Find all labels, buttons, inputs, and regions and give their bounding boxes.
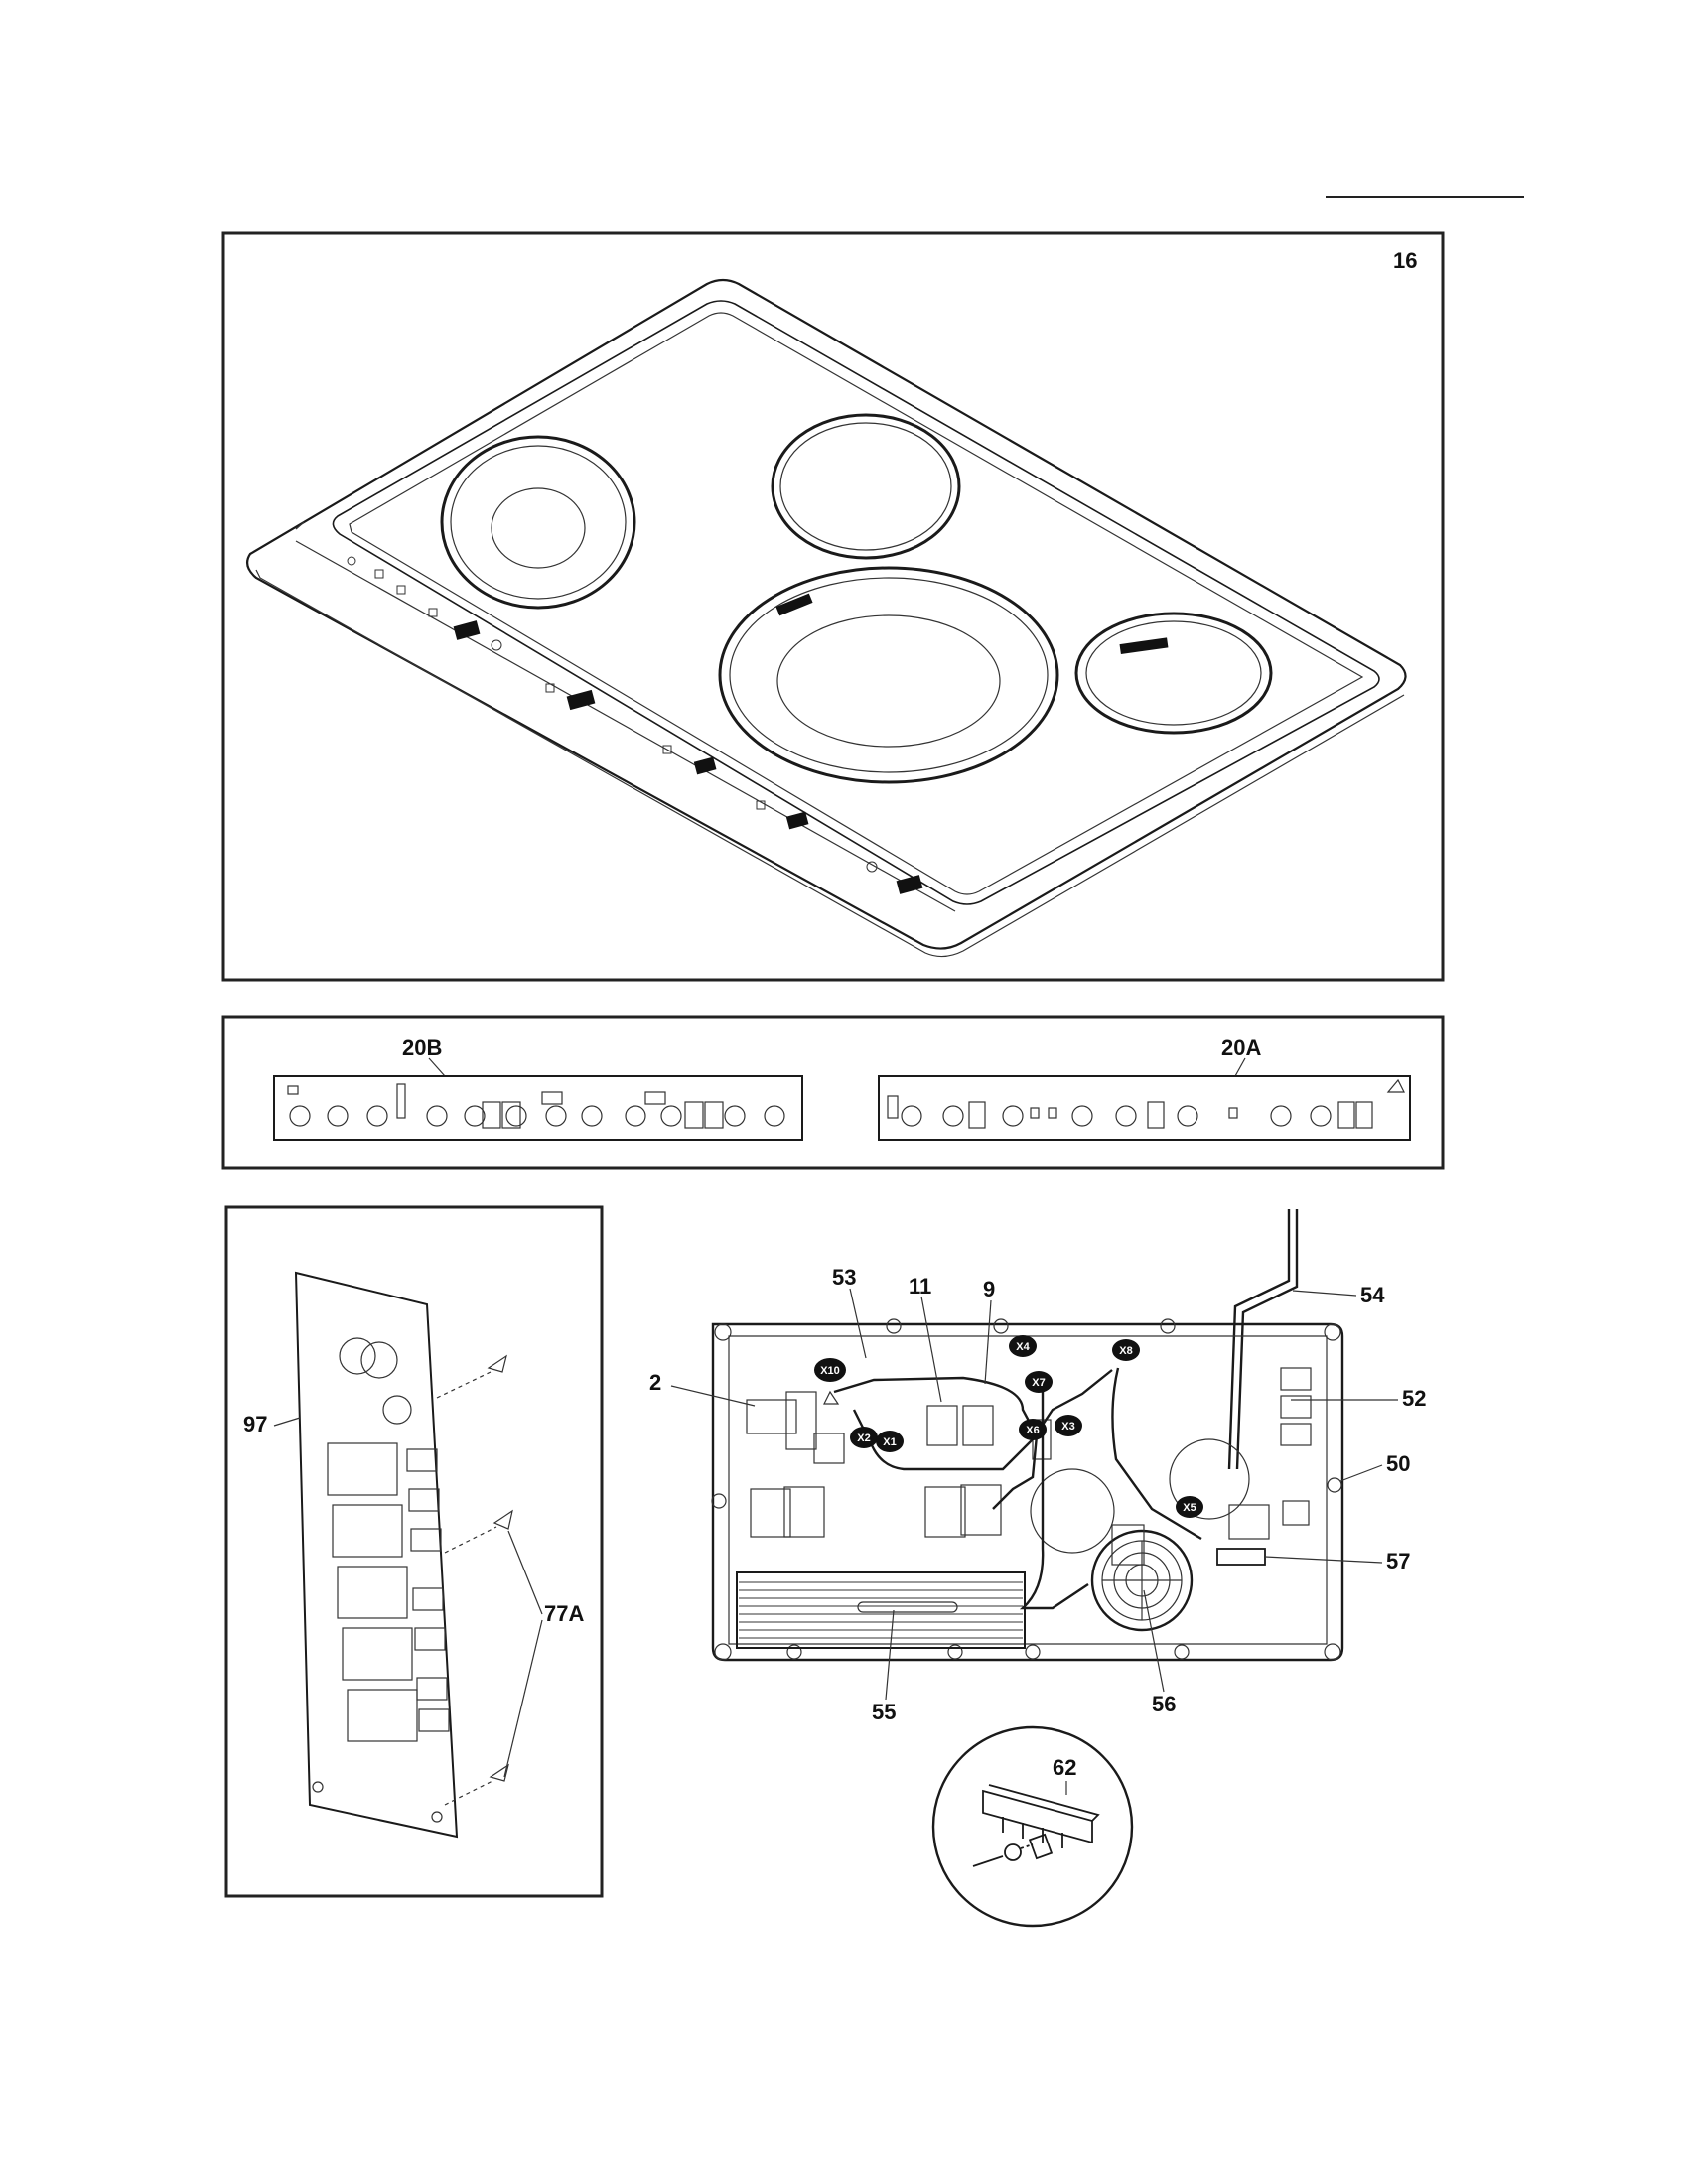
svg-text:X5: X5 bbox=[1183, 1502, 1196, 1514]
power-board bbox=[294, 1271, 459, 1839]
connector-x7: X7 bbox=[1025, 1371, 1053, 1393]
cooling-fan bbox=[1090, 1529, 1194, 1632]
callout-52: 52 bbox=[1402, 1386, 1426, 1411]
callout-56: 56 bbox=[1152, 1692, 1176, 1716]
heat-sink bbox=[736, 1571, 1026, 1649]
bracket bbox=[1216, 1548, 1266, 1566]
connector-x6: X6 bbox=[1019, 1419, 1047, 1440]
callout-50: 50 bbox=[1386, 1451, 1410, 1476]
cooktop-panel: 16 bbox=[221, 231, 1445, 982]
control-strip-pads bbox=[347, 556, 923, 894]
callout-57: 57 bbox=[1386, 1549, 1410, 1573]
touch-control-panel: 20B 20A bbox=[221, 1015, 1445, 1170]
svg-text:X1: X1 bbox=[883, 1436, 896, 1448]
callout-9: 9 bbox=[983, 1277, 995, 1301]
cooktop-glass bbox=[245, 278, 1407, 958]
svg-text:X6: X6 bbox=[1026, 1425, 1039, 1436]
svg-text:X8: X8 bbox=[1119, 1345, 1132, 1357]
coil-large bbox=[1030, 1438, 1250, 1554]
svg-text:X10: X10 bbox=[820, 1365, 840, 1377]
connector-x3: X3 bbox=[1055, 1415, 1082, 1436]
callout-54: 54 bbox=[1360, 1283, 1385, 1307]
connector-x10: X10 bbox=[814, 1358, 846, 1382]
touch-board-right: 20A bbox=[878, 1035, 1411, 1141]
housing-holes bbox=[711, 1318, 1342, 1661]
connector-x5: X5 bbox=[1176, 1496, 1203, 1518]
callout-cooktop: 16 bbox=[1393, 248, 1417, 273]
wire-harness bbox=[833, 1376, 1039, 1510]
power-board-panel: 97 77A bbox=[224, 1205, 604, 1898]
svg-text:X7: X7 bbox=[1032, 1377, 1045, 1389]
burner-left-rear bbox=[440, 435, 636, 610]
svg-text:X4: X4 bbox=[1016, 1341, 1030, 1353]
connector-x2: X2 bbox=[850, 1427, 878, 1448]
burner-center-front bbox=[718, 566, 1059, 784]
callout-97: 97 bbox=[243, 1412, 267, 1436]
burner-right-front bbox=[1074, 612, 1273, 735]
svg-text:X2: X2 bbox=[857, 1433, 870, 1444]
callout-20b: 20B bbox=[402, 1035, 442, 1060]
burner-center-rear bbox=[771, 413, 961, 560]
callout-20a: 20A bbox=[1221, 1035, 1261, 1060]
touch-board-left: 20B bbox=[273, 1035, 803, 1141]
callout-77a: 77A bbox=[544, 1601, 584, 1626]
terminal-block-detail: 62 bbox=[931, 1725, 1134, 1928]
connector-x4: X4 bbox=[1009, 1335, 1037, 1357]
svg-text:X3: X3 bbox=[1061, 1421, 1074, 1433]
callout-11: 11 bbox=[909, 1274, 931, 1298]
callout-53: 53 bbox=[832, 1265, 856, 1290]
callout-62: 62 bbox=[1053, 1755, 1076, 1780]
board-components bbox=[746, 1367, 1312, 1566]
callout-55: 55 bbox=[872, 1700, 896, 1724]
generator-callouts: 53 11 9 54 2 52 50 57 55 56 bbox=[649, 1265, 1426, 1724]
induction-generator: X10 X2 X1 X4 X7 X6 X3 X8 bbox=[649, 1209, 1426, 1724]
callout-2: 2 bbox=[649, 1370, 661, 1395]
mounting-clips bbox=[436, 1354, 513, 1806]
connector-x8: X8 bbox=[1112, 1339, 1140, 1361]
connector-x1: X1 bbox=[876, 1431, 904, 1452]
